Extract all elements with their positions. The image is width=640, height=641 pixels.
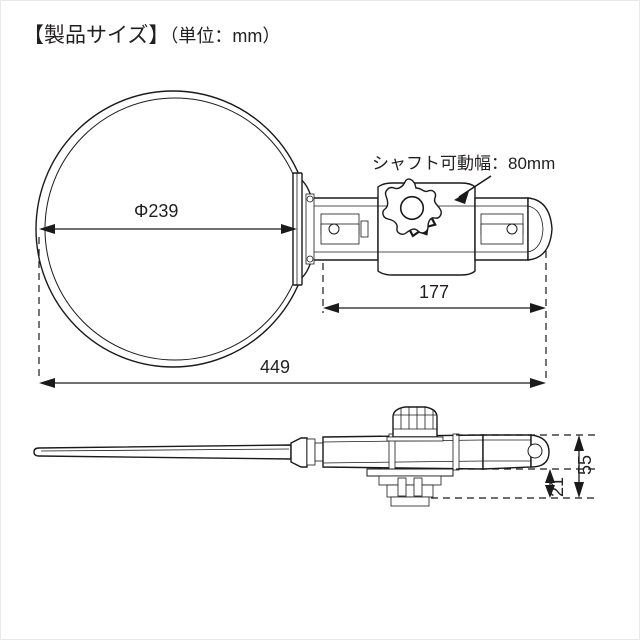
- front-view-group: Φ239 シャフト可動幅：80mm 177: [35, 90, 555, 388]
- dim-diameter-arrow-left: [39, 224, 55, 234]
- dim-mirror-diameter: Φ239: [39, 201, 297, 234]
- mirror-edge-inner-line: [40, 448, 290, 452]
- callout-leader-line: [458, 175, 492, 198]
- mirror-head-side: [33, 444, 292, 460]
- shaft-far-pin-hole: [506, 223, 518, 235]
- shaft-near-collar: [305, 193, 315, 265]
- pivot-collar: [306, 438, 316, 466]
- knurled-knob-side[interactable]: [386, 406, 444, 442]
- dim-177-arrow-left: [323, 303, 339, 313]
- callout-shaft-travel-label: シャフト可動幅：80mm: [372, 154, 555, 173]
- page-title-unit: （単位：mm）: [169, 26, 281, 46]
- dim-449-arrow-left: [39, 378, 55, 388]
- dim-449-label: 449: [260, 357, 290, 377]
- page-title-main: 【製品サイズ】: [23, 24, 170, 47]
- extension-lines-side: [431, 434, 597, 499]
- shaft-near-pin-hole: [328, 223, 340, 235]
- dim-177-label: 177: [419, 282, 449, 302]
- mount-slot-right: [413, 477, 423, 497]
- dim-diameter-label: Φ239: [134, 201, 178, 221]
- knob-side-body[interactable]: [392, 406, 438, 438]
- mount-slot-left: [397, 477, 407, 497]
- shaft-near-slot-2: [320, 223, 360, 245]
- mount-base-3: [390, 496, 430, 507]
- end-cap-inner-contour: [527, 205, 544, 253]
- shaft-side-hang-hole: [527, 443, 543, 459]
- pivot-wedge: [290, 437, 308, 468]
- dim-21-label: 21: [547, 477, 567, 497]
- dim-21-arrow-top: [545, 469, 555, 483]
- dim-height-overall: 55: [574, 435, 595, 498]
- page-title: 【製品サイズ】（単位：mm）: [23, 19, 280, 49]
- shaft-collar-screw-bottom: [306, 255, 314, 263]
- mirror-edge-bar: [33, 444, 292, 460]
- shaft-near-tube: [305, 193, 379, 265]
- pivot-neck: [314, 442, 324, 462]
- knob-center-hub: [400, 196, 424, 220]
- extension-lines-front: [38, 237, 547, 381]
- dim-55-label: 55: [575, 455, 595, 475]
- shaft-collar-screw-top: [306, 195, 314, 203]
- handle-end-cap: [527, 197, 553, 261]
- shaft-far-tube: [474, 197, 529, 261]
- dim-overall-length: 449: [39, 357, 546, 388]
- shaft-near-stop-block: [360, 220, 369, 238]
- callout-leader-arrow: [454, 191, 469, 204]
- dim-21-arrow-bottom: [545, 485, 555, 498]
- side-view-group: 55 21: [33, 406, 597, 507]
- end-cap-dome: [527, 197, 553, 261]
- dim-55-arrow-bottom: [574, 482, 584, 498]
- pivot-joint-side: [290, 437, 324, 468]
- knurled-knob-front[interactable]: [382, 178, 442, 238]
- dim-shaft-length: 177: [323, 282, 546, 313]
- dim-diameter-arrow-right: [281, 224, 297, 234]
- dim-449-arrow-right: [530, 378, 546, 388]
- callout-shaft-travel: シャフト可動幅：80mm: [372, 154, 555, 204]
- dim-height-body: 21: [545, 469, 567, 498]
- mount-base-2: [386, 484, 434, 498]
- dim-177-arrow-right: [530, 303, 546, 313]
- mount-base-1: [378, 475, 442, 486]
- mounting-post-side: [366, 468, 454, 507]
- knob-side-washer: [386, 436, 444, 442]
- mount-flange: [366, 468, 454, 477]
- dim-55-arrow-top: [574, 435, 584, 451]
- shaft-side-band-2: [452, 433, 460, 471]
